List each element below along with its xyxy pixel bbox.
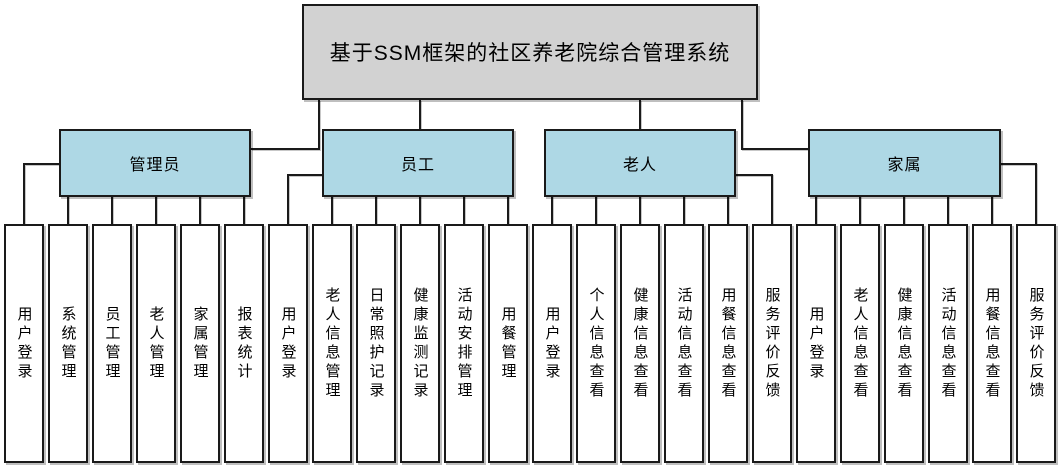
group-node-elder: 老人: [544, 129, 736, 197]
leaf-staff-daily-care-record: 日常照护记录: [356, 224, 396, 463]
leaf-label: 个人信息查看: [587, 286, 605, 401]
leaf-staff-health-monitor-record: 健康监测记录: [400, 224, 440, 463]
group-node-family-label: 家属: [887, 157, 922, 174]
leaf-admin-report-stats: 报表统计: [224, 224, 264, 463]
leaf-elder-user-login: 用户登录: [532, 224, 572, 463]
leaf-label: 活动信息查看: [939, 286, 957, 401]
leaf-label: 健康监测记录: [411, 286, 429, 401]
leaf-label: 活动信息查看: [675, 286, 693, 401]
leaf-elder-meal-info-view: 用餐信息查看: [708, 224, 748, 463]
connector-elder-child6: [735, 174, 773, 225]
leaf-label: 员工管理: [103, 305, 121, 382]
leaf-label: 服务评价反馈: [763, 286, 781, 401]
leaf-elder-personal-info-view: 个人信息查看: [576, 224, 616, 463]
leaf-label: 用户登录: [279, 305, 297, 382]
leaf-label: 健康信息查看: [631, 286, 649, 401]
leaf-label: 用户登录: [15, 305, 33, 382]
group-node-family: 家属: [808, 129, 1001, 197]
leaf-elder-activity-info-view: 活动信息查看: [664, 224, 704, 463]
leaf-label: 用户登录: [807, 305, 825, 382]
leaf-label: 老人信息查看: [851, 286, 869, 401]
leaf-staff-activity-schedule-mgmt: 活动安排管理: [444, 224, 484, 463]
connector-root-family: [741, 100, 808, 150]
connector-staff-child1: [287, 174, 323, 225]
leaf-admin-family-mgmt: 家属管理: [180, 224, 220, 463]
leaf-label: 系统管理: [59, 305, 77, 382]
leaf-label: 用餐信息查看: [983, 286, 1001, 401]
connector-family-child6: [1000, 163, 1037, 225]
leaf-staff-meal-mgmt: 用餐管理: [488, 224, 528, 463]
leaf-family-service-feedback: 服务评价反馈: [1016, 224, 1056, 463]
leaf-family-health-info-view: 健康信息查看: [884, 224, 924, 463]
leaf-admin-staff-mgmt: 员工管理: [92, 224, 132, 463]
leaf-label: 活动安排管理: [455, 286, 473, 401]
leaf-family-activity-info-view: 活动信息查看: [928, 224, 968, 463]
leaf-staff-elder-info-mgmt: 老人信息管理: [312, 224, 352, 463]
connector-admin-child1: [23, 163, 60, 225]
leaf-label: 老人信息管理: [323, 286, 341, 401]
leaf-label: 家属管理: [191, 305, 209, 382]
leaf-family-user-login: 用户登录: [796, 224, 836, 463]
leaf-label: 服务评价反馈: [1027, 286, 1045, 401]
group-node-admin-label: 管理员: [129, 157, 181, 174]
leaf-label: 用餐信息查看: [719, 286, 737, 401]
root-node-label: 基于SSM框架的社区养老院综合管理系统: [329, 42, 731, 65]
leaf-label: 报表统计: [235, 305, 253, 382]
leaf-family-meal-info-view: 用餐信息查看: [972, 224, 1012, 463]
leaf-elder-service-feedback: 服务评价反馈: [752, 224, 792, 463]
group-node-elder-label: 老人: [622, 157, 657, 174]
leaf-family-elder-info-view: 老人信息查看: [840, 224, 880, 463]
leaf-elder-health-info-view: 健康信息查看: [620, 224, 660, 463]
root-node: 基于SSM框架的社区养老院综合管理系统: [302, 4, 758, 100]
connector-root-admin: [251, 100, 320, 150]
leaf-label: 老人管理: [147, 305, 165, 382]
group-node-staff-label: 员工: [400, 157, 435, 174]
leaf-label: 用户登录: [543, 305, 561, 382]
leaf-staff-user-login: 用户登录: [268, 224, 308, 463]
group-node-admin: 管理员: [59, 129, 251, 197]
leaf-admin-system-mgmt: 系统管理: [48, 224, 88, 463]
leaf-label: 日常照护记录: [367, 286, 385, 401]
leaf-admin-elder-mgmt: 老人管理: [136, 224, 176, 463]
leaf-label: 用餐管理: [499, 305, 517, 382]
group-node-staff: 员工: [322, 129, 514, 197]
leaf-admin-user-login: 用户登录: [4, 224, 44, 463]
leaf-label: 健康信息查看: [895, 286, 913, 401]
